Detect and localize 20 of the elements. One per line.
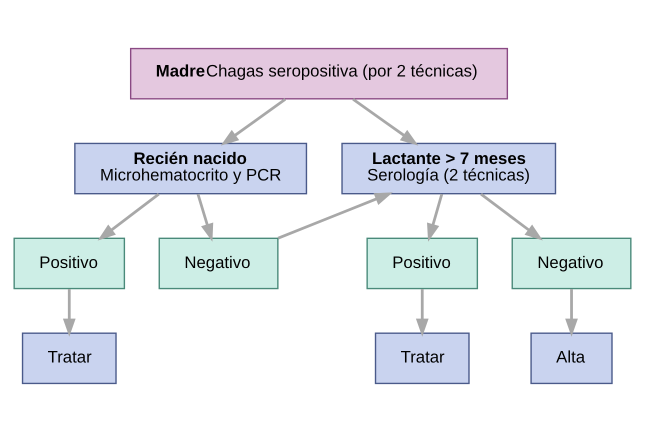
node-box: Positivo — [366, 238, 478, 290]
arrow — [220, 98, 286, 146]
arrow — [427, 194, 444, 242]
arrow — [278, 192, 393, 240]
node-box: Negativo — [158, 238, 279, 290]
node-box: Tratar — [22, 332, 117, 384]
arrow — [416, 289, 429, 337]
arrow — [480, 193, 543, 241]
arrow — [98, 193, 160, 241]
node-box: MadreChagas seropositiva (por 2 técnicas) — [130, 48, 508, 100]
arrow — [62, 289, 76, 337]
arrow — [352, 98, 418, 146]
arrow — [196, 194, 214, 242]
node-box: Recién nacido Microhematocrito y PCR — [74, 142, 308, 194]
arrow — [565, 289, 578, 337]
node-box: Negativo — [512, 238, 632, 290]
node-box: Lactante > 7 meses Serología (2 técnicas) — [341, 142, 556, 194]
node-box: Tratar — [374, 332, 470, 384]
node-box: Alta — [530, 332, 613, 384]
node-box: Positivo — [13, 238, 126, 290]
